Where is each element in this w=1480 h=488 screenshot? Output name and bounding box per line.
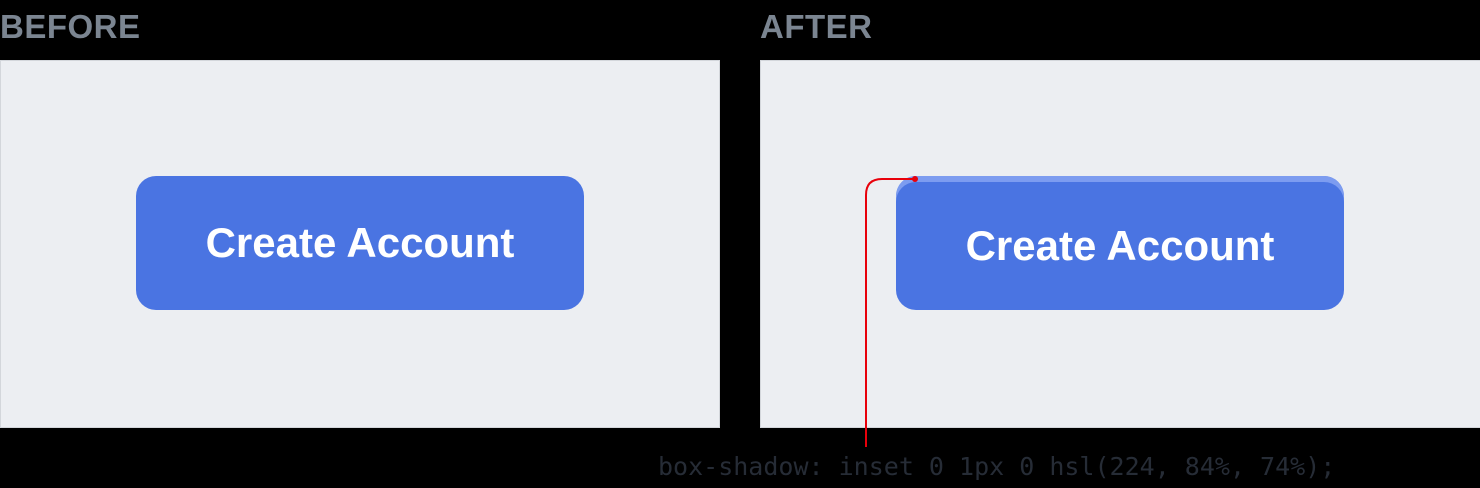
before-label: BEFORE [0, 8, 141, 45]
connector-line [865, 178, 915, 447]
create-account-button-after[interactable]: Create Account [896, 176, 1344, 310]
connector-dot [912, 176, 918, 182]
code-annotation: box-shadow: inset 0 1px 0 hsl(224, 84%, … [658, 452, 1336, 481]
create-account-button-before[interactable]: Create Account [136, 176, 584, 310]
after-label: AFTER [760, 8, 873, 45]
